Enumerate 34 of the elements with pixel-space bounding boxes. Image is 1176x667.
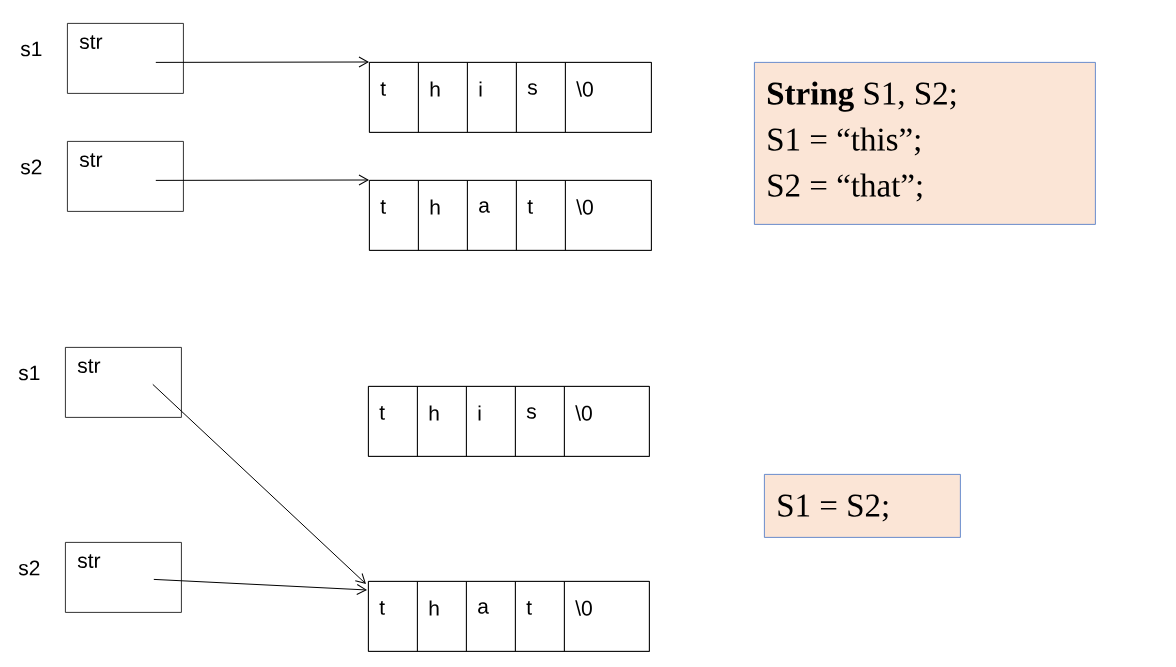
pointer-box: str: [67, 23, 184, 94]
pointer-box: str: [67, 141, 184, 212]
array-cell: h: [417, 386, 467, 457]
array-cell: s: [516, 62, 566, 133]
array-cell: h: [418, 180, 468, 251]
arrow: [153, 578, 367, 595]
code-box: S1 = S2;: [764, 474, 961, 538]
array-cell: i: [466, 386, 516, 457]
pointer-box: str: [65, 542, 182, 613]
array-cell: t: [516, 180, 566, 251]
code-box: String S1, S2; S1 = “this”; S2 = “that”;: [754, 62, 1096, 225]
array-cell: t: [368, 581, 418, 652]
array-cell: \0: [565, 62, 652, 133]
array-cell: h: [418, 62, 468, 133]
array-cell: \0: [564, 386, 650, 457]
array-cell: s: [515, 386, 565, 457]
array-cell: \0: [564, 581, 650, 652]
arrow: [155, 174, 369, 186]
variable-name: s2: [18, 560, 40, 576]
arrow: [155, 56, 369, 68]
array-cell: i: [467, 62, 517, 133]
array-cell: a: [466, 581, 516, 652]
variable-name: s1: [20, 41, 42, 57]
variable-name: s1: [18, 365, 40, 381]
array-cell: h: [417, 581, 467, 652]
array-cell: \0: [565, 180, 652, 251]
array-cell: t: [515, 581, 565, 652]
arrow: [152, 383, 366, 584]
pointer-box: str: [65, 347, 182, 418]
variable-name: s2: [20, 159, 42, 175]
array-cell: a: [467, 180, 517, 251]
array-cell: t: [369, 180, 419, 251]
array-cell: t: [368, 386, 418, 457]
array-cell: t: [369, 62, 419, 133]
